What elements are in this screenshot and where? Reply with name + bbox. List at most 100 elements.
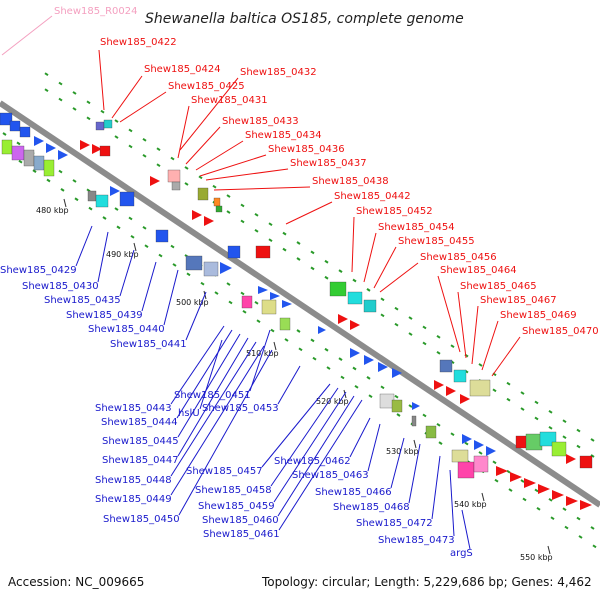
gene-box xyxy=(215,205,223,213)
track-dot xyxy=(214,291,219,295)
gene-arrow xyxy=(350,320,360,330)
track-dot xyxy=(296,329,301,333)
track-dot xyxy=(508,488,513,492)
gene-arrow xyxy=(46,143,56,153)
track-dot xyxy=(184,166,189,170)
track-dot xyxy=(576,516,581,521)
track-dot xyxy=(184,182,189,186)
leader-line xyxy=(277,365,301,405)
track-dot xyxy=(492,460,497,465)
track-dot xyxy=(422,341,427,346)
leader-line xyxy=(261,383,331,468)
track-dot xyxy=(324,275,329,280)
gene-label: Shew185_0433 xyxy=(222,116,299,127)
leader-line xyxy=(349,417,371,458)
gene-arrow xyxy=(446,386,456,396)
gene-label: Shew185_0443 xyxy=(95,403,172,414)
gene-box xyxy=(439,359,453,373)
gene-label: hslU xyxy=(178,408,200,419)
track-dot xyxy=(438,441,443,445)
track-dot xyxy=(114,119,119,123)
leader-line xyxy=(390,437,405,489)
track-dot xyxy=(354,385,359,389)
gene-label: Shew185_0465 xyxy=(460,281,537,292)
gene-label: Shew185_0422 xyxy=(100,37,177,48)
track-dot xyxy=(144,244,149,248)
track-dot xyxy=(562,507,567,512)
gene-label: Shew185_0441 xyxy=(110,339,187,350)
track-dot xyxy=(534,400,539,405)
scale-tick xyxy=(481,492,485,502)
leader-line xyxy=(75,225,93,267)
track-dot xyxy=(536,506,541,511)
track-dot xyxy=(256,319,261,324)
gene-box xyxy=(525,433,543,451)
track-dot xyxy=(562,435,567,440)
track-dot xyxy=(324,347,329,352)
tick-label: 540 kbp xyxy=(454,500,487,509)
gene-label: Shew185_0448 xyxy=(95,475,172,486)
gene-box xyxy=(19,126,31,138)
track-dot xyxy=(450,344,455,349)
leader-line xyxy=(449,469,455,537)
gene-box xyxy=(119,191,135,207)
track-dot xyxy=(450,432,455,437)
leader-line xyxy=(119,91,167,123)
gene-arrow xyxy=(192,210,202,220)
track-dot xyxy=(368,394,373,399)
tick-label: 520 kbp xyxy=(316,397,349,406)
gene-label: Shew185_0434 xyxy=(245,130,322,141)
gene-label: Shew185_0435 xyxy=(44,295,121,306)
track-dot xyxy=(394,322,399,327)
gene-box xyxy=(261,299,277,315)
track-dot xyxy=(310,338,315,343)
gene-label: Shew185_0466 xyxy=(315,487,392,498)
leader-line xyxy=(178,349,273,516)
gene-box xyxy=(391,399,403,413)
track-dot xyxy=(88,206,93,211)
gene-box xyxy=(451,449,469,463)
gene-arrow xyxy=(350,348,360,358)
leader-line xyxy=(163,269,179,326)
gene-arrow xyxy=(392,368,402,378)
leader-line xyxy=(141,261,157,312)
track-dot xyxy=(186,272,191,277)
track-dot xyxy=(116,225,121,230)
gene-box xyxy=(103,119,113,129)
track-dot xyxy=(16,141,21,146)
gene-box xyxy=(213,197,221,207)
track-dot xyxy=(212,184,217,189)
gene-box xyxy=(95,121,105,131)
gene-box xyxy=(43,159,55,177)
leader-line xyxy=(461,509,471,550)
track-dot xyxy=(396,413,401,417)
track-dot xyxy=(436,422,441,427)
track-dot xyxy=(408,404,413,408)
track-dot xyxy=(268,238,273,243)
leader-line xyxy=(249,329,271,392)
track-dot xyxy=(478,363,483,367)
leader-line xyxy=(205,168,289,181)
gene-arrow xyxy=(566,496,578,506)
gene-arrow xyxy=(412,402,420,410)
gene-label: Shew185_0460 xyxy=(202,515,279,526)
leader-line xyxy=(195,140,244,171)
track-dot xyxy=(298,347,303,352)
gene-arrow xyxy=(110,186,120,196)
track-dot xyxy=(578,535,583,539)
track-dot xyxy=(130,234,135,239)
track-dot xyxy=(282,231,287,236)
track-dot xyxy=(494,478,499,483)
gene-label: Shew185_0459 xyxy=(198,501,275,512)
gene-box xyxy=(241,295,253,309)
leader-line xyxy=(373,246,397,289)
track-dot xyxy=(86,100,91,105)
track-dot xyxy=(156,163,161,168)
track-dot xyxy=(142,153,147,158)
track-dot xyxy=(74,197,79,202)
gene-label: Shew185_0472 xyxy=(356,518,433,529)
track-dot xyxy=(506,381,511,386)
gene-label: Shew185_0450 xyxy=(103,514,180,525)
gene-arrow xyxy=(258,286,268,294)
